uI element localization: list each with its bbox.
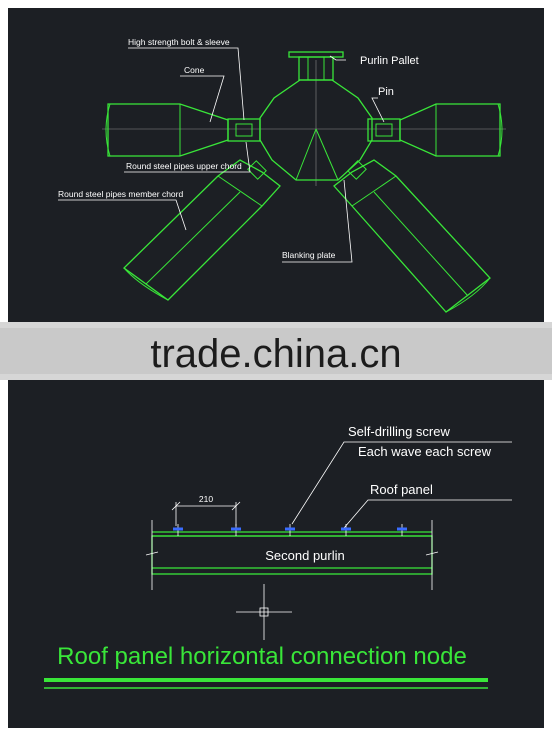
label-upper-chord: Round steel pipes upper chord (126, 161, 242, 171)
watermark-band: trade.china.cn (0, 322, 552, 380)
dimension-value: 210 (199, 494, 213, 504)
label-pin: Pin (378, 86, 394, 98)
screw-marker (341, 524, 351, 536)
screw-marker (173, 524, 183, 536)
label-cone: Cone (184, 65, 205, 75)
drawing-title: Roof panel horizontal connection node (57, 643, 467, 670)
top-drawing-background (8, 8, 544, 328)
screw-marker (397, 524, 407, 536)
crosshair-icon (236, 584, 292, 640)
label-bolt-sleeve: High strength bolt & sleeve (128, 37, 230, 47)
label-screw: Self-drilling screw (348, 424, 450, 439)
screw-leader (291, 441, 512, 525)
screw-spacing-dimension: 210 (171, 494, 241, 526)
screw-marker (231, 524, 241, 536)
lower-right-member-pipe (333, 159, 491, 313)
watermark-text: trade.china.cn (150, 332, 401, 376)
label-member-chord: Round steel pipes member chord (58, 189, 183, 199)
screw-marker (285, 524, 295, 536)
label-blanking-plate: Blanking plate (282, 250, 336, 260)
label-screw-note: Each wave each screw (358, 444, 492, 459)
ball-node-diagram: High strength bolt & sleeve Cone Purlin … (58, 37, 506, 313)
roof-panel-diagram: Self-drilling screw Each wave each screw… (44, 424, 512, 689)
roof-panel-leader (343, 499, 512, 529)
bottom-drawing-background (8, 378, 544, 728)
label-purlin-pallet: Purlin Pallet (360, 55, 419, 67)
label-second-purlin: Second purlin (265, 548, 345, 563)
lower-left-member-pipe (122, 159, 281, 301)
top-leader-lines (58, 47, 385, 263)
label-roof-panel: Roof panel (370, 482, 433, 497)
screw-row (173, 524, 407, 536)
right-upper-chord-pipe (367, 103, 503, 157)
purlin-pallet (288, 51, 344, 81)
